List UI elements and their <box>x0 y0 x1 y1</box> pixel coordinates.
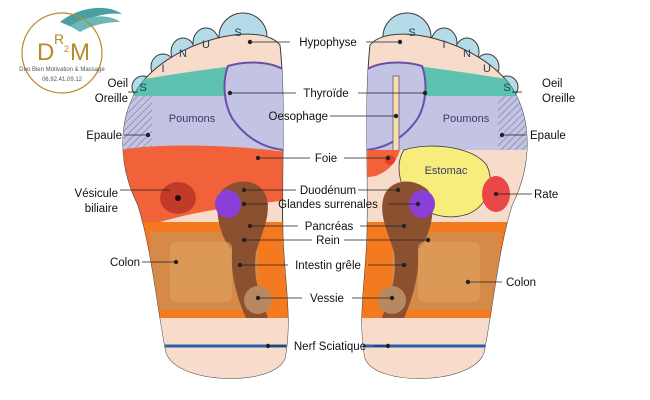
right-lungs-label: Poumons <box>443 113 490 125</box>
logo-tagline: Duo Bien Motivation & Massage <box>19 67 105 73</box>
right-toe-letter-s1: S <box>408 27 415 39</box>
logo-ring <box>21 12 103 94</box>
logo-letter-m: M <box>70 39 90 66</box>
left-toe-letter-s2: S <box>234 27 241 39</box>
left-lungs-label: Poumons <box>169 113 216 125</box>
label-oeil-left: Oeil <box>108 78 128 90</box>
left-toe-letter-u: U <box>202 39 210 51</box>
brand-logo: D R 2 M Duo Bien Motivation & Massage 06… <box>19 7 122 94</box>
left-shoulder-zone <box>123 96 152 160</box>
label-rate: Rate <box>534 189 558 201</box>
label-hypophyse: Hypophyse <box>299 37 357 49</box>
label-oreille-left: Oreille <box>95 93 128 105</box>
label-epaule-left: Epaule <box>86 130 122 142</box>
left-gallbladder-dot <box>175 195 181 201</box>
label-glandes-surrenales: Glandes surrenales <box>278 199 378 211</box>
left-toe-letter-n: N <box>179 48 187 60</box>
label-pancreas: Pancréas <box>305 221 354 233</box>
label-nerf-sciatique: Nerf Sciatique <box>294 341 366 353</box>
organ-labels: Hypophyse Oeil Oreille Oeil Oreille Thyr… <box>75 37 576 353</box>
label-intestin-grele: Intestin grêle <box>295 260 361 272</box>
right-toe-letters: S I N U S <box>408 27 510 94</box>
label-duodenum: Duodénum <box>300 185 356 197</box>
label-rein: Rein <box>316 235 340 247</box>
label-vessie: Vessie <box>310 293 344 305</box>
label-vesicule-line2: biliaire <box>85 203 118 215</box>
right-toe-letter-u: U <box>483 63 491 75</box>
left-toe-letter-s1: S <box>139 82 146 94</box>
palm-leaf-icon <box>70 16 120 32</box>
logo-letter-r: R <box>54 31 64 47</box>
label-colon-left: Colon <box>110 257 140 269</box>
left-adrenal-gland <box>215 190 241 218</box>
right-foot: S I N U S Poumons Estomac <box>361 12 528 379</box>
label-oreille-right: Oreille <box>542 93 575 105</box>
stomach-label: Estomac <box>425 165 468 177</box>
label-colon-right: Colon <box>506 277 536 289</box>
leader-lines <box>120 39 532 349</box>
right-eye-ear-zone <box>400 64 522 100</box>
right-toe-letter-i: I <box>442 39 445 51</box>
left-heel-zone <box>123 318 289 379</box>
label-foie: Foie <box>315 153 337 165</box>
logo-letter-d: D <box>37 39 54 66</box>
label-oesophage: Oesophage <box>269 111 328 123</box>
label-vesicule-line1: Vésicule <box>75 188 118 200</box>
left-small-intestine-inner <box>170 242 232 302</box>
logo-phone: 06.92.41.09.12 <box>42 77 83 83</box>
right-heel-zone <box>362 318 527 379</box>
logo-number: 2 <box>64 44 69 54</box>
left-toe-letters: S I N U S <box>139 27 241 94</box>
right-adrenal-gland <box>409 190 435 218</box>
label-thyroide: Thyroïde <box>303 88 348 100</box>
left-thyroid-zone <box>223 61 285 152</box>
left-foot: S I N U S Poumons <box>122 12 289 379</box>
right-small-intestine-inner <box>418 242 480 302</box>
label-epaule-right: Epaule <box>530 130 566 142</box>
left-toe-letter-i: I <box>161 63 164 75</box>
right-toe-letter-s2: S <box>503 82 510 94</box>
right-toe-letter-n: N <box>463 48 471 60</box>
left-eye-ear-zone <box>128 64 250 100</box>
right-shoulder-zone <box>498 96 527 160</box>
label-oeil-right: Oeil <box>542 78 562 90</box>
